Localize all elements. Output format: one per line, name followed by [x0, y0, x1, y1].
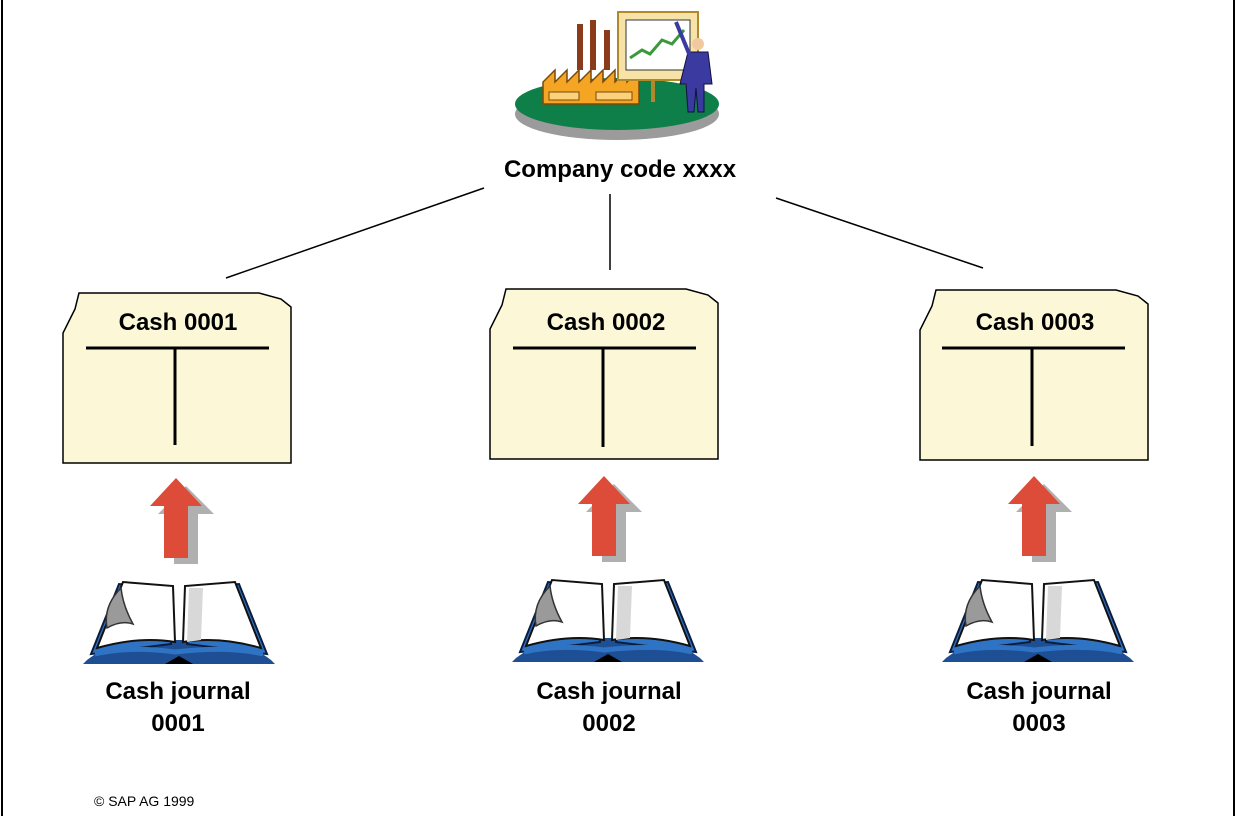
factory-presentation-icon [515, 11, 719, 140]
up-arrow-icon [578, 476, 642, 562]
account-title-1: Cash 0001 [118, 309, 238, 336]
journal-number: 0001 [151, 710, 205, 737]
journal-label-1: Cash journal 0001 [58, 676, 298, 740]
journal-name: Cash journal [105, 678, 251, 705]
journal-label-2: Cash journal 0002 [489, 676, 729, 740]
connector-line-left [225, 187, 485, 279]
open-book-icon [512, 580, 704, 662]
journal-number: 0002 [582, 710, 636, 737]
company-code-label: Company code xxxx [503, 156, 737, 183]
journal-label-3: Cash journal 0003 [919, 676, 1159, 740]
connector-line-right [775, 197, 984, 269]
up-arrow-icon [150, 478, 214, 564]
open-book-icon [942, 580, 1134, 662]
account-folder-1 [62, 292, 292, 464]
journal-number: 0003 [1012, 710, 1066, 737]
account-folder-2 [489, 288, 719, 460]
account-title-3: Cash 0003 [975, 309, 1095, 336]
copyright-notice: © SAP AG 1999 [94, 793, 195, 809]
account-title-2: Cash 0002 [546, 309, 666, 336]
up-arrow-icon [1008, 476, 1072, 562]
open-book-icon [83, 582, 275, 664]
journal-name: Cash journal [536, 678, 682, 705]
account-folder-3 [919, 289, 1149, 461]
journal-name: Cash journal [966, 678, 1112, 705]
